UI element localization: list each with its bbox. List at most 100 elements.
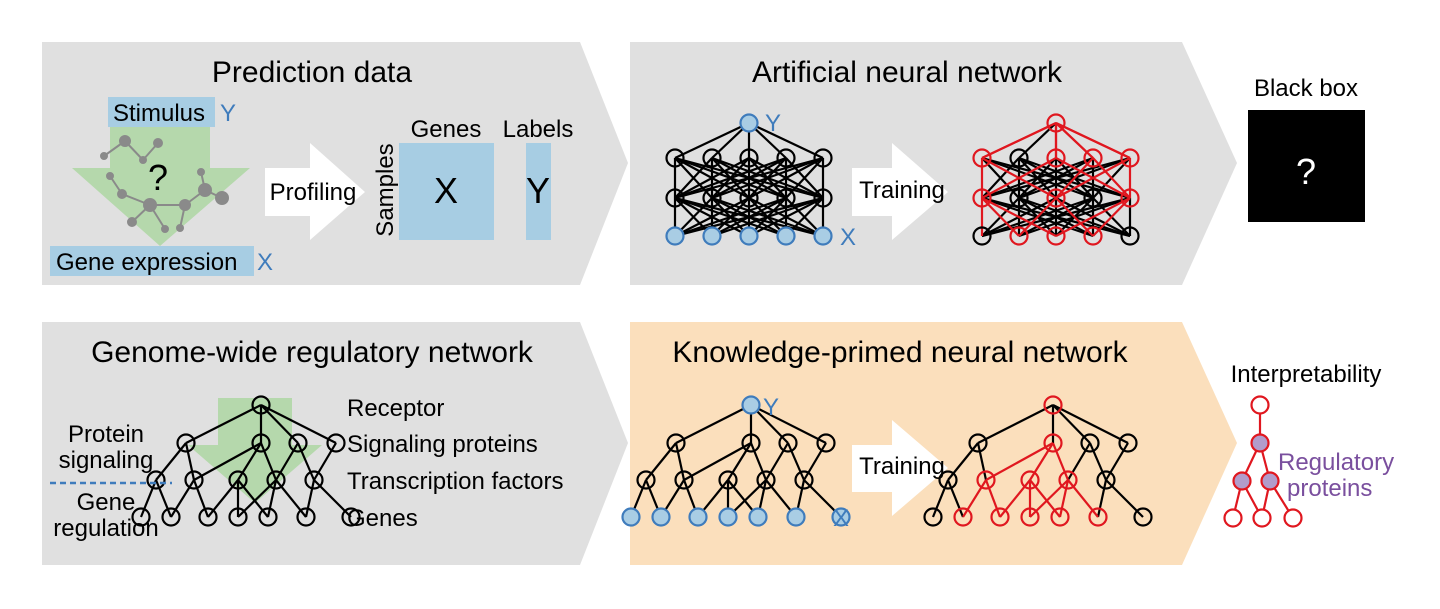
network-edge <box>803 442 827 481</box>
network-edge <box>765 442 789 481</box>
kpnn-output-variable: Y <box>763 394 779 421</box>
hidden-node <box>1009 148 1029 168</box>
hidden-node <box>813 148 833 168</box>
network-edge <box>192 479 210 518</box>
highlighted-edge <box>1055 122 1131 159</box>
regulatory-protein-node <box>1232 471 1252 491</box>
network-edge <box>259 442 278 481</box>
input-node <box>702 226 722 246</box>
hidden-node <box>776 188 796 208</box>
network-edge <box>674 156 787 200</box>
gene-node <box>228 507 248 527</box>
network-edge <box>977 404 1054 444</box>
hidden-node <box>1058 470 1078 490</box>
hidden-node <box>739 148 759 168</box>
network-edge <box>976 442 988 481</box>
hidden-node <box>756 470 776 490</box>
network-edge <box>260 404 337 444</box>
input-node <box>651 507 671 527</box>
highlighted-edge <box>981 197 1057 237</box>
molecule-network <box>100 135 229 233</box>
signaling-node <box>251 433 271 453</box>
black-box-title: Black box <box>1254 75 1358 102</box>
gene-node <box>1252 508 1272 528</box>
expression-highlight <box>50 246 254 276</box>
label-vector <box>526 143 551 240</box>
input-node <box>1083 226 1103 246</box>
black-box <box>1248 110 1365 222</box>
hidden-node <box>739 188 759 208</box>
tf-node <box>146 470 166 490</box>
hidden-node <box>1083 148 1103 168</box>
highlighted-edge <box>1055 197 1131 237</box>
gene-matrix <box>399 143 494 240</box>
gene-node <box>198 507 218 527</box>
network-edge <box>786 442 806 481</box>
hidden-node <box>702 148 722 168</box>
input-node <box>786 507 806 527</box>
network-edge <box>981 156 1094 200</box>
layer-label-tf: Transcription factors <box>347 468 564 495</box>
ann-training-arrow <box>852 143 948 240</box>
kpnn-untrained <box>621 395 851 527</box>
input-node <box>831 507 851 527</box>
interpretability-title: Interpretability <box>1231 361 1382 388</box>
highlighted-edge <box>962 479 987 518</box>
hidden-node <box>816 433 836 453</box>
ann-training-label: Training <box>859 177 945 204</box>
gene-node <box>258 507 278 527</box>
network-edge <box>946 479 965 518</box>
network-edge <box>1052 404 1129 444</box>
gene-node <box>1223 508 1243 528</box>
hidden-node <box>1046 188 1066 208</box>
unknown-question-mark: ? <box>148 157 168 198</box>
network-edge <box>139 479 158 518</box>
layer-label-genes: Genes <box>347 505 418 532</box>
genes-header: Genes <box>411 116 482 143</box>
side-label-gene: Gene <box>77 489 136 516</box>
receptor-node <box>251 395 271 415</box>
output-node <box>1250 395 1270 415</box>
highlighted-edge <box>981 157 1057 199</box>
network-edge <box>748 122 824 159</box>
hidden-node <box>636 470 656 490</box>
network-edge <box>304 479 316 518</box>
input-node <box>748 507 768 527</box>
hidden-node <box>1120 188 1140 208</box>
side-label-regulation: regulation <box>53 515 158 542</box>
kpnn-trained <box>923 395 1153 527</box>
gene-node <box>1283 508 1303 528</box>
kpnn-input-variable: X <box>833 505 849 532</box>
gene-node <box>1050 507 1070 527</box>
output-node <box>1043 395 1063 415</box>
input-node <box>688 507 708 527</box>
stimulus-highlight <box>108 97 215 127</box>
gene-node <box>161 507 181 527</box>
highlighted-edge <box>985 442 1054 481</box>
network-edge <box>711 156 824 200</box>
network-edge <box>313 442 337 481</box>
hidden-node <box>1083 188 1103 208</box>
gene-node <box>1088 507 1108 527</box>
signaling-node <box>288 433 308 453</box>
gene-node <box>296 507 316 527</box>
network-edge <box>674 197 750 237</box>
hidden-node <box>794 470 814 490</box>
highlighted-edge <box>1058 479 1070 518</box>
hidden-node <box>972 188 992 208</box>
network-edge <box>193 442 262 481</box>
hidden-node <box>1120 148 1140 168</box>
input-node <box>1009 226 1029 246</box>
network-edge <box>170 479 195 518</box>
network-edge <box>931 479 950 518</box>
network-edge <box>749 442 768 481</box>
input-node <box>665 226 685 246</box>
samples-label: Samples <box>372 143 399 236</box>
network-edge <box>674 196 824 238</box>
artificial-network-title: Artificial neural network <box>752 56 1063 89</box>
network-edge <box>750 404 827 444</box>
network-edge <box>1096 479 1108 518</box>
ann-input-variable: X <box>840 224 856 251</box>
panel-knowledge-network <box>630 322 1237 565</box>
input-node <box>621 507 641 527</box>
